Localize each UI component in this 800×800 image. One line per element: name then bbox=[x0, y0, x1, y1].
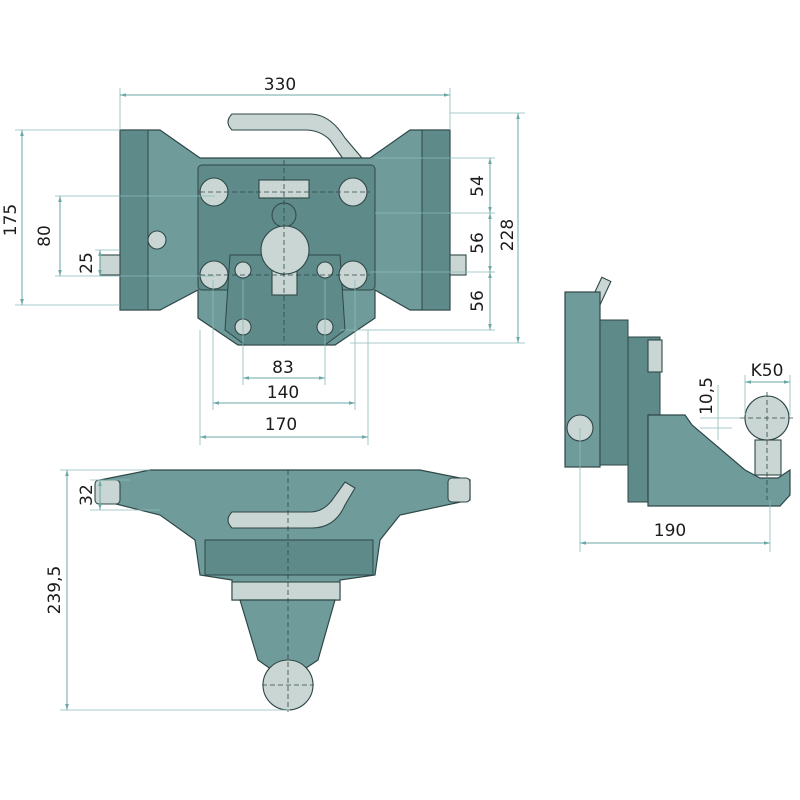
right-flange bbox=[421, 129, 451, 311]
housing-block bbox=[204, 539, 374, 576]
handle bbox=[227, 113, 363, 167]
coupling-ball bbox=[260, 225, 310, 275]
left-flange bbox=[119, 129, 149, 311]
dim-175: 175 bbox=[1, 204, 21, 236]
dim-10-5: 10,5 bbox=[697, 377, 717, 415]
dim-170: 170 bbox=[265, 415, 297, 435]
dim-140: 140 bbox=[267, 383, 299, 403]
side-view bbox=[564, 276, 795, 507]
dim-56-lower: 56 bbox=[468, 290, 488, 312]
left-pin bbox=[147, 230, 167, 250]
hex-bolts bbox=[199, 177, 368, 336]
dim-25: 25 bbox=[77, 252, 97, 274]
dim-80: 80 bbox=[35, 225, 55, 247]
bottom-handle bbox=[227, 481, 356, 529]
dim-190: 190 bbox=[654, 521, 686, 541]
bottom-view bbox=[94, 469, 471, 712]
left-end-cap bbox=[94, 479, 121, 505]
dim-56-middle: 56 bbox=[468, 232, 488, 254]
dim-54: 54 bbox=[468, 175, 488, 197]
dim-228: 228 bbox=[498, 219, 518, 251]
housing-band bbox=[231, 581, 341, 601]
dim-32: 32 bbox=[77, 484, 97, 506]
bottom-base bbox=[99, 469, 471, 601]
bottom-dimensions: 239,5 32 bbox=[45, 469, 290, 711]
side-nut bbox=[647, 339, 663, 373]
side-arm bbox=[647, 414, 791, 507]
front-view bbox=[99, 113, 467, 346]
right-end-cap bbox=[447, 477, 471, 503]
dim-330: 330 bbox=[264, 75, 296, 95]
dim-83: 83 bbox=[272, 358, 294, 378]
side-dimensions: 190 K50 10,5 bbox=[579, 361, 791, 552]
dim-239-5: 239,5 bbox=[45, 566, 65, 615]
side-mid-body bbox=[599, 319, 629, 466]
dim-k50: K50 bbox=[751, 361, 784, 381]
right-stud bbox=[449, 254, 467, 276]
center-hole bbox=[271, 202, 297, 228]
front-dimensions: 330 175 80 25 54 56 56 228 83 140 170 bbox=[1, 75, 525, 445]
left-stud bbox=[99, 254, 121, 276]
side-ball-neck bbox=[754, 439, 782, 476]
